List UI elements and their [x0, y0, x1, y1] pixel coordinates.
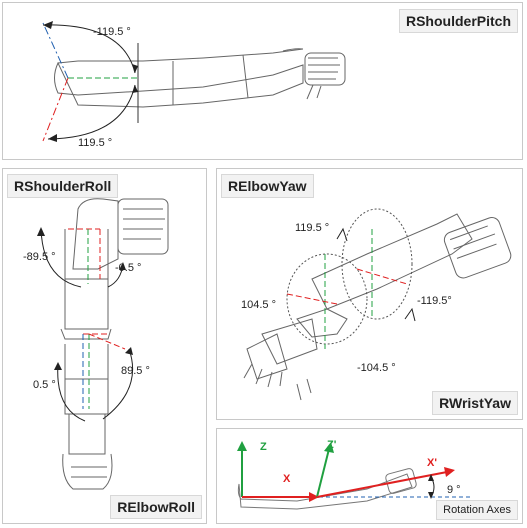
- panel-title-elbow-roll: RElbowRoll: [110, 495, 202, 519]
- panel-rotation-axes: Z Z' X X' 9 ° Rotation Axes: [216, 428, 523, 524]
- angle-label-down: 119.5 °: [78, 137, 113, 149]
- rotation-axes-diagram: [237, 441, 472, 510]
- angle-label-right: -119.5°: [417, 295, 452, 307]
- panel-title: RShoulderPitch: [398, 9, 518, 33]
- angle-label-bottom: -104.5 °: [357, 362, 396, 374]
- panel-shoulder-elbow-roll: RShoulderRoll -89.5 ° -0.5 ° 0.5 ° 89.5 …: [2, 168, 207, 524]
- rotation-axes-caption: Rotation Axes: [436, 500, 518, 520]
- shoulder-pitch-diagram: [42, 21, 346, 142]
- panel-title-elbow-yaw: RElbowYaw: [221, 174, 314, 198]
- panel-shoulder-pitch: RShoulderPitch -119.5 ° 119.5 °: [2, 2, 523, 160]
- angle-label-elbow-right: 89.5 °: [121, 365, 150, 377]
- elbow-yaw-diagram: [243, 208, 512, 401]
- panel-elbow-wrist-yaw: RElbowYaw 119.5 ° 104.5 ° -119.5° -104.5…: [216, 168, 523, 420]
- angle-label-elbow-left: 0.5 °: [33, 379, 56, 391]
- angle-label-shoulder-right: -0.5 °: [115, 262, 142, 274]
- panel-title-wrist-yaw: RWristYaw: [432, 391, 518, 415]
- axis-z-prime-label: Z': [327, 439, 337, 451]
- angle-label-up: -119.5 °: [93, 26, 131, 38]
- panel-title-shoulder-roll: RShoulderRoll: [7, 174, 119, 198]
- tilt-angle-label: 9 °: [447, 484, 461, 496]
- axis-z-label: Z: [260, 441, 267, 453]
- angle-label-top: 119.5 °: [295, 222, 330, 234]
- angle-label-shoulder-left: -89.5 °: [23, 251, 56, 263]
- shoulder-roll-diagram: [37, 198, 169, 490]
- angle-label-left: 104.5 °: [241, 299, 276, 311]
- axis-x-label: X: [283, 473, 291, 485]
- axis-x-prime-label: X': [427, 457, 437, 469]
